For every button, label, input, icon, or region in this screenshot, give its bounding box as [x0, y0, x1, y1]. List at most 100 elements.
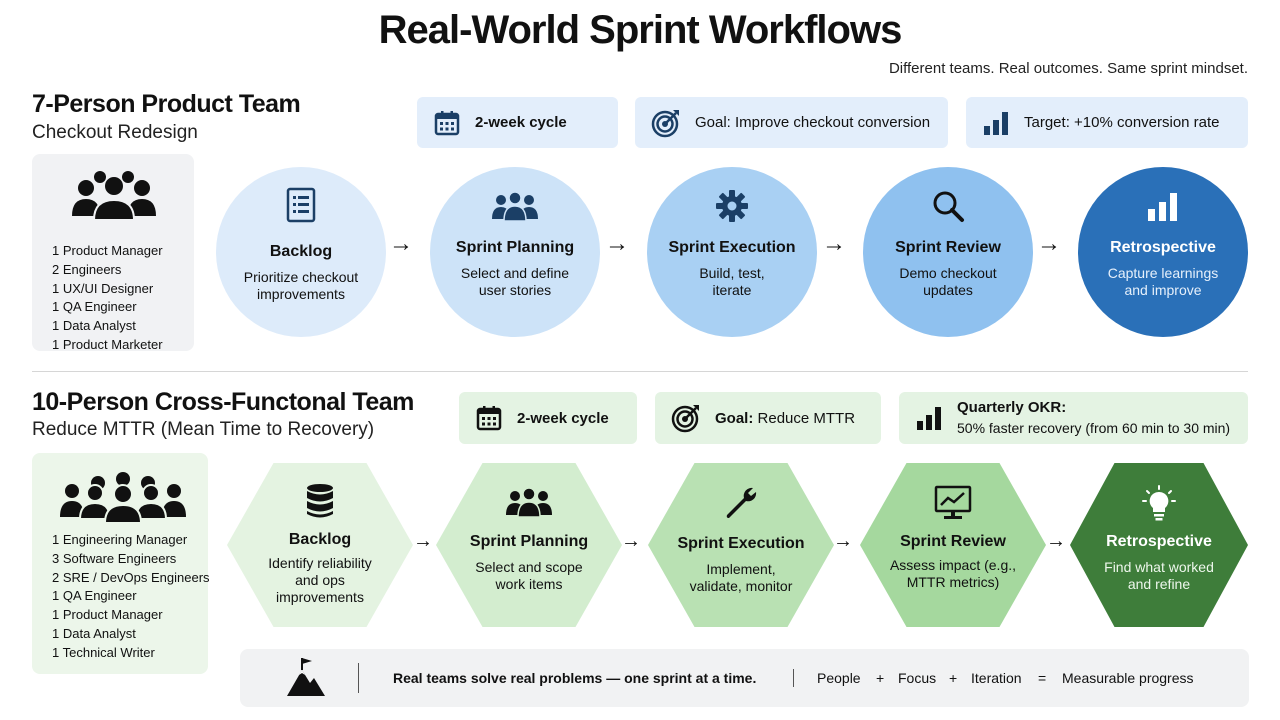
- monitor-chart-icon: [934, 485, 972, 519]
- team1-chip-goal-text: Goal: Improve checkout conversion: [695, 114, 931, 131]
- team2-subheading: Reduce MTTR (Mean Time to Recovery): [32, 419, 375, 440]
- footer-banner: Real teams solve real problems — one spr…: [240, 649, 1249, 707]
- footer-message: Real teams solve real problems — one spr…: [393, 670, 757, 686]
- team2-chip-cycle-text: 2-week cycle: [517, 409, 609, 427]
- team2-role: 1 QA Engineer: [52, 588, 137, 604]
- team2-chip-goal: Goal: Reduce MTTR: [655, 392, 881, 444]
- stage-name: Sprint Review: [895, 239, 1001, 256]
- database-icon: [307, 484, 333, 518]
- stage-desc: Find what worked and refine: [1104, 559, 1214, 592]
- target-icon: [671, 405, 699, 433]
- stage-name: Sprint Review: [900, 533, 1006, 550]
- stage-name: Sprint Planning: [469, 533, 589, 550]
- stage-desc: Select and define user stories: [460, 265, 570, 298]
- section-divider: [32, 371, 1248, 372]
- team2-stage-planning: Sprint Planning Select and scope work it…: [436, 463, 622, 627]
- lightbulb-icon: [1142, 485, 1176, 521]
- equation-term: Focus: [898, 670, 937, 686]
- flow-arrow: →: [605, 230, 629, 257]
- flow-arrow: →: [1037, 230, 1061, 257]
- team1-stage-review: Sprint Review Demo checkout updates: [863, 167, 1033, 337]
- calendar-icon: [434, 110, 460, 135]
- stage-desc: Assess impact (e.g., MTTR metrics): [889, 557, 1017, 590]
- bar-chart-icon: [917, 407, 941, 430]
- stage-desc: Identify reliability and ops improvement…: [268, 555, 372, 605]
- team1-roster: 1 Product Manager 2 Engineers 1 UX/UI De…: [32, 154, 194, 352]
- bar-chart-icon: [1148, 193, 1177, 221]
- page-subtitle: Different teams. Real outcomes. Same spr…: [888, 60, 1248, 77]
- team1-role: 1 QA Engineer: [52, 299, 137, 315]
- equation-term: People: [817, 670, 861, 686]
- gear-icon: [716, 190, 748, 222]
- team1-stage-execution: Sprint Execution Build, test, iterate: [647, 167, 817, 337]
- calendar-icon: [476, 406, 502, 431]
- flow-arrow: →: [833, 530, 853, 552]
- footer-separator: [793, 669, 794, 687]
- equation-operator: +: [876, 670, 885, 686]
- team1-stage-backlog: Backlog Prioritize checkout improvements: [216, 167, 386, 337]
- bar-chart-icon: [984, 111, 1008, 135]
- team1-chip-target-text: Target: +10% conversion rate: [1024, 114, 1220, 131]
- equation-term: Iteration: [971, 670, 1022, 686]
- stage-desc: Implement, validate, monitor: [689, 561, 793, 594]
- stage-name: Backlog: [269, 243, 333, 260]
- team2-stage-review: Sprint Review Assess impact (e.g., MTTR …: [860, 463, 1046, 627]
- flow-arrow: →: [389, 230, 413, 257]
- team1-chip-cycle: 2-week cycle: [417, 97, 618, 148]
- team1-role: 1 UX/UI Designer: [52, 280, 154, 296]
- stage-desc: Demo checkout updates: [899, 265, 997, 298]
- team2-role: 3 Software Engineers: [52, 550, 177, 566]
- footer-separator: [358, 663, 359, 693]
- stage-desc: Select and scope work items: [475, 559, 583, 592]
- target-icon: [651, 109, 679, 137]
- flow-arrow: →: [822, 230, 846, 257]
- stage-desc: Prioritize checkout improvements: [243, 269, 359, 302]
- stage-name: Sprint Execution: [668, 239, 796, 256]
- team2-role: 1 Product Manager: [52, 607, 163, 623]
- stage-name: Sprint Planning: [455, 239, 575, 256]
- team1-stage-planning: Sprint Planning Select and define user s…: [430, 167, 600, 337]
- stage-name: Sprint Execution: [677, 535, 805, 552]
- team2-stage-execution: Sprint Execution Implement, validate, mo…: [648, 463, 834, 627]
- flow-arrow: →: [1046, 530, 1066, 552]
- equation-operator: =: [1038, 670, 1047, 686]
- wrench-icon: [726, 487, 757, 518]
- team2-chip-goal-label: Goal:: [715, 409, 754, 427]
- stage-name: Retrospective: [1106, 533, 1212, 550]
- stage-name: Retrospective: [1110, 239, 1216, 256]
- team1-chip-target: Target: +10% conversion rate: [966, 97, 1248, 148]
- team-icon: [506, 487, 552, 517]
- flow-arrow: →: [413, 530, 433, 552]
- magnifier-icon: [933, 191, 964, 222]
- team1-heading: 7-Person Product Team: [32, 90, 301, 118]
- stage-desc: Build, test, iterate: [699, 265, 765, 298]
- mountain-flag-icon: [287, 658, 325, 696]
- document-icon: [286, 187, 316, 223]
- team1-role: 1 Data Analyst: [52, 318, 136, 334]
- team2-role: 1 Engineering Manager: [52, 532, 188, 547]
- team2-stage-retro: Retrospective Find what worked and refin…: [1070, 463, 1248, 627]
- stage-name: Backlog: [288, 531, 352, 548]
- team-people-icon: [72, 171, 156, 221]
- team2-role: 2 SRE / DevOps Engineers: [52, 569, 210, 585]
- team2-stage-backlog: Backlog Identify reliability and ops imp…: [227, 463, 413, 627]
- team1-role: 2 Engineers: [52, 261, 122, 277]
- team2-chip-okr-label: Quarterly OKR:: [957, 399, 1067, 416]
- page-title: Real-World Sprint Workflows: [378, 8, 903, 52]
- team1-role: 1 Product Manager: [52, 243, 163, 258]
- team-icon: [492, 191, 538, 221]
- stage-desc: Capture learnings and improve: [1107, 265, 1219, 298]
- equation-term: Measurable progress: [1062, 670, 1194, 686]
- equation-operator: +: [949, 670, 958, 686]
- team2-roster: 1 Engineering Manager 3 Software Enginee…: [32, 453, 210, 674]
- team1-chip-goal: Goal: Improve checkout conversion: [635, 97, 948, 148]
- team2-chip-okr-text: 50% faster recovery (from 60 min to 30 m…: [957, 420, 1231, 436]
- team2-role: 1 Technical Writer: [52, 644, 155, 660]
- team2-heading: 10-Person Cross-Functonal Team: [32, 388, 414, 416]
- team2-chip-cycle: 2-week cycle: [459, 392, 637, 444]
- team1-chip-cycle-text: 2-week cycle: [475, 114, 567, 131]
- team1-subheading: Checkout Redesign: [32, 122, 198, 143]
- team2-role: 1 Data Analyst: [52, 625, 136, 641]
- team-people-icon: [60, 472, 186, 523]
- flow-arrow: →: [621, 530, 641, 552]
